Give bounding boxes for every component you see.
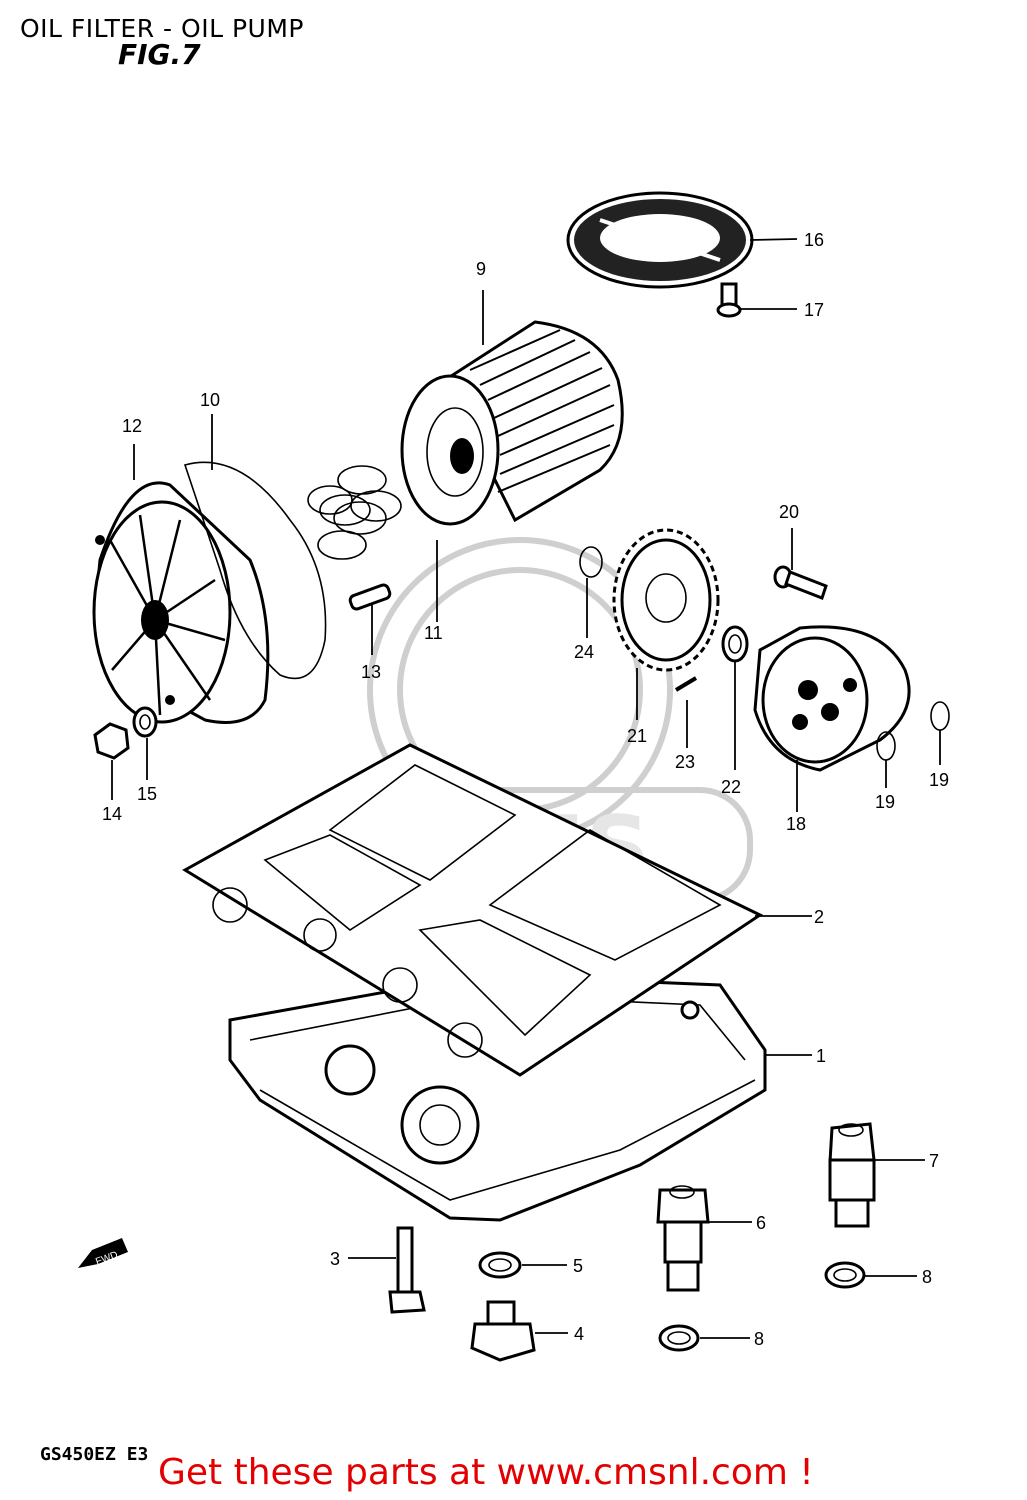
forward-arrow-icon: FWD <box>78 1238 128 1268</box>
oil-pump-assembly[interactable] <box>753 625 911 772</box>
callout-12: 12 <box>122 416 142 436</box>
diagram-title: OIL FILTER - OIL PUMP <box>20 14 304 43</box>
gear-key[interactable] <box>674 676 698 692</box>
drain-plug[interactable] <box>470 1300 536 1362</box>
callout-9: 9 <box>476 259 486 279</box>
cap-nut[interactable] <box>93 722 130 760</box>
callout-5: 5 <box>573 1256 583 1276</box>
callout-23: 23 <box>675 752 695 772</box>
oil-filter-element[interactable] <box>400 320 624 526</box>
oil-strainer-screen[interactable] <box>566 191 754 289</box>
callout-17: 17 <box>804 300 824 320</box>
callout-1: 1 <box>816 1046 826 1066</box>
callout-19b: 19 <box>929 770 949 790</box>
callout-8a: 8 <box>922 1267 932 1287</box>
callout-6: 6 <box>756 1213 766 1233</box>
union-gasket-b[interactable] <box>658 1324 700 1352</box>
strainer-screw[interactable] <box>716 282 742 318</box>
callout-13: 13 <box>361 662 381 682</box>
callout-22: 22 <box>721 777 741 797</box>
circlip[interactable] <box>579 546 603 578</box>
callout-2: 2 <box>814 907 824 927</box>
dowel-pin[interactable] <box>348 583 392 611</box>
oil-pan-bolt[interactable] <box>388 1226 426 1314</box>
callout-11: 11 <box>424 623 443 643</box>
oil-pan-gasket[interactable] <box>182 743 764 1077</box>
callout-15: 15 <box>137 784 157 804</box>
oil-pump-gear[interactable] <box>612 528 720 672</box>
filter-spring[interactable] <box>307 465 402 560</box>
callout-labels: 1 2 3 4 5 6 7 8 8 9 10 11 12 13 14 15 16… <box>102 230 949 1349</box>
callout-24: 24 <box>574 642 594 662</box>
callout-4: 4 <box>574 1324 584 1344</box>
callout-14: 14 <box>102 804 122 824</box>
oil-pan[interactable] <box>228 973 767 1222</box>
callout-19a: 19 <box>875 792 895 812</box>
oil-union[interactable] <box>656 1185 710 1292</box>
pump-o-ring-b[interactable] <box>930 701 950 731</box>
callout-8b: 8 <box>754 1329 764 1349</box>
model-code: GS450EZ E3 <box>40 1444 149 1465</box>
union-gasket-a[interactable] <box>824 1261 866 1289</box>
pump-bolt[interactable] <box>773 565 828 600</box>
callout-20: 20 <box>779 502 799 522</box>
cap-washer[interactable] <box>132 706 158 738</box>
callout-21: 21 <box>627 726 647 746</box>
callout-10: 10 <box>200 390 220 410</box>
parts-link[interactable]: Get these parts at www.cmsnl.com ! <box>158 1452 814 1493</box>
callout-3: 3 <box>330 1249 340 1269</box>
oil-switch-union[interactable] <box>828 1122 876 1228</box>
callout-18: 18 <box>786 814 806 834</box>
filter-cap-o-ring[interactable] <box>183 461 327 680</box>
callout-16: 16 <box>804 230 824 250</box>
figure-label: FIG.7 <box>118 38 201 71</box>
callout-7: 7 <box>929 1151 939 1171</box>
oil-filter-cap[interactable] <box>92 481 270 724</box>
leader-lines <box>111 238 941 1339</box>
drain-plug-gasket[interactable] <box>478 1251 522 1279</box>
pump-washer[interactable] <box>721 625 749 663</box>
